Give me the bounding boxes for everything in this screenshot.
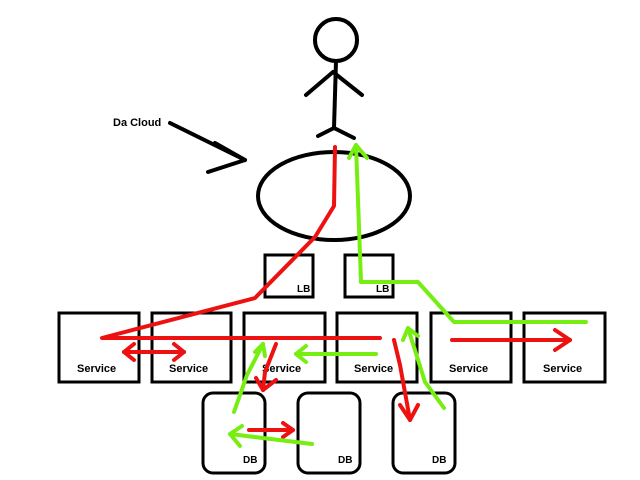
service-box-3: Service [242, 311, 327, 384]
service-1-label: Service [77, 363, 116, 375]
response-arrow-db2-db1 [228, 432, 314, 446]
request-path-main [100, 145, 382, 340]
service-3-label: Service [262, 363, 301, 375]
cloud-annotation-label: Da Cloud [113, 117, 161, 129]
service-box-1: Service [57, 311, 141, 384]
response-arrow-db1-to-service [232, 342, 265, 414]
request-arrow-to-db1 [261, 342, 278, 392]
load-balancer-1: LB [263, 253, 315, 299]
db-3-label: DB [432, 455, 446, 466]
lb-1-label: LB [297, 284, 310, 295]
response-arrow-db3-to-service [406, 326, 446, 410]
service-2-label: Service [169, 363, 208, 375]
service-6-label: Service [543, 363, 582, 375]
load-balancer-2: LB [343, 253, 395, 299]
response-path-to-user [354, 143, 588, 324]
response-flow-green [228, 143, 588, 448]
service-box-4: Service [335, 311, 419, 384]
service-4-label: Service [354, 363, 393, 375]
service-box-5: Service [429, 311, 513, 384]
database-3: DB [391, 391, 457, 475]
db-2-label: DB [338, 455, 352, 466]
user-head [313, 17, 359, 63]
user-legs [316, 126, 356, 140]
request-arrow-to-db3 [392, 338, 412, 422]
database-2: DB [296, 391, 362, 475]
service-box-6: Service [522, 311, 607, 384]
database-1: DB [201, 391, 267, 475]
user-stick-figure [304, 17, 364, 140]
service-5-label: Service [449, 363, 488, 375]
user-arms [304, 70, 364, 97]
cloud-pointer-arrow [168, 121, 247, 174]
lb-2-label: LB [376, 284, 389, 295]
db-1-label: DB [243, 455, 257, 466]
request-flow-red [100, 145, 572, 439]
